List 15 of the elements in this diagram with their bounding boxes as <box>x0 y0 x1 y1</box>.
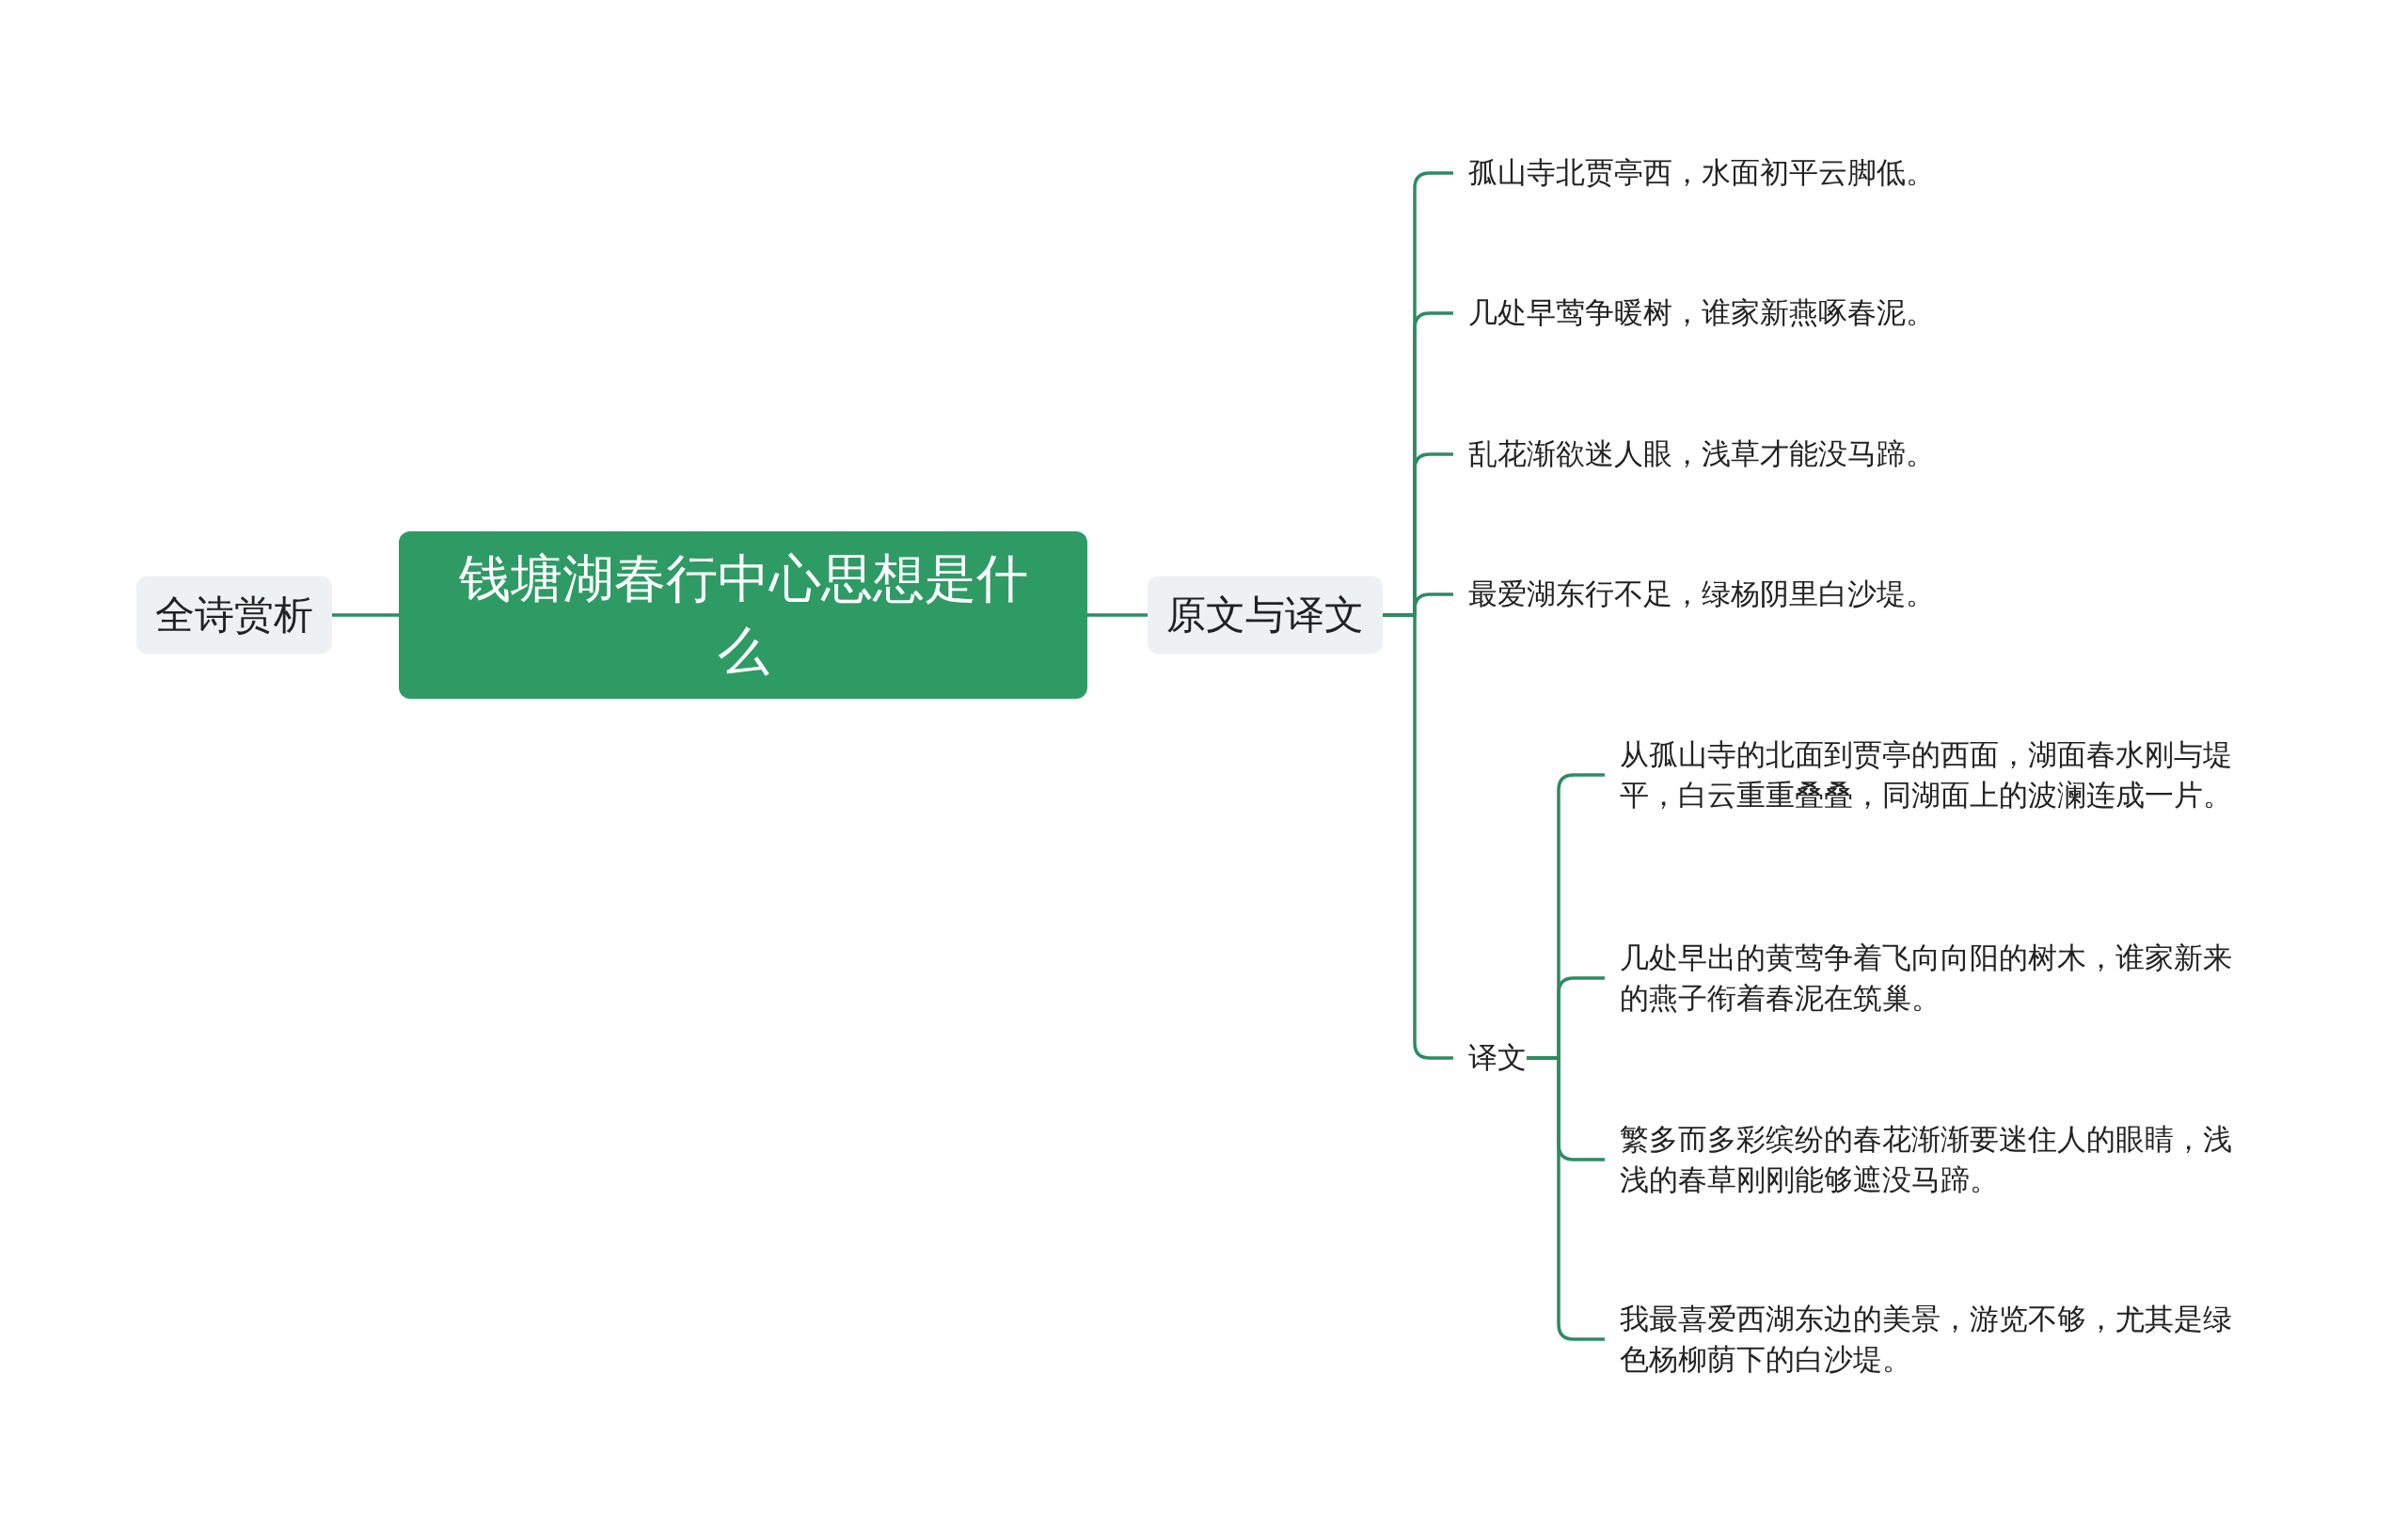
translation-text: 几处早出的黄莺争着飞向向阳的树木，谁家新来的燕子衔着春泥在筑巢。 <box>1605 937 2254 1019</box>
poem-line: 最爱湖东行不足，绿杨阴里白沙堤。 <box>1453 574 1935 615</box>
translation-text: 从孤山寺的北面到贾亭的西面，湖面春水刚与堤平，白云重重叠叠，同湖面上的波澜连成一片。 <box>1605 734 2254 816</box>
topic-box: 原文与译文 <box>1148 576 1383 655</box>
connector-line <box>1383 613 1453 1060</box>
translation-text: 繁多而多彩缤纷的春花渐渐要迷住人的眼睛，浅浅的春草刚刚能够遮没马蹄。 <box>1605 1118 2254 1201</box>
central-topic: 钱塘湖春行中心思想是什么 <box>399 531 1087 699</box>
subtopic-label: 译文 <box>1453 1037 1527 1079</box>
connector-line <box>332 613 399 617</box>
poem-line: 孤山寺北贾亭西，水面初平云脚低。 <box>1453 152 1935 194</box>
translation-text: 我最喜爱西湖东边的美景，游览不够，尤其是绿色杨柳荫下的白沙堤。 <box>1605 1298 2254 1381</box>
poem-line: 乱花渐欲迷人眼，浅草才能没马蹄。 <box>1453 434 1935 475</box>
poem-line: 几处早莺争暖树，谁家新燕啄春泥。 <box>1453 292 1935 334</box>
connector-line <box>1087 613 1148 617</box>
topic-box: 全诗赏析 <box>136 576 332 655</box>
